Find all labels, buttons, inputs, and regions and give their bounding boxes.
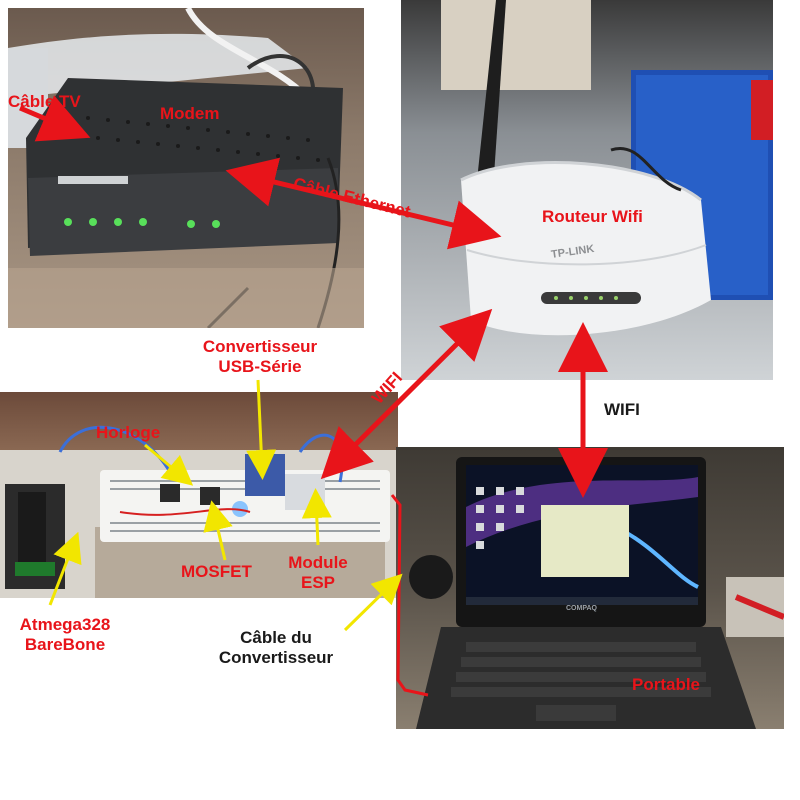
label-atmega-line1: Atmega328 <box>0 615 130 635</box>
label-cable-conv-line2: Convertisseur <box>196 648 356 668</box>
label-atmega: Atmega328 BareBone <box>0 615 130 655</box>
label-atmega-line2: BareBone <box>0 635 130 655</box>
label-module-line1: Module <box>282 553 354 573</box>
label-mosfet: MOSFET <box>181 562 252 582</box>
label-convertisseur-line1: Convertisseur <box>186 337 334 357</box>
label-portable: Portable <box>632 675 700 695</box>
atmega-pointer <box>50 543 74 605</box>
label-horloge: Horloge <box>96 423 160 443</box>
label-convertisseur: Convertisseur USB-Série <box>186 337 334 377</box>
label-module-line2: ESP <box>282 573 354 593</box>
label-wifi-right: WIFI <box>604 400 640 420</box>
convertisseur-pointer <box>258 380 262 468</box>
label-modem: Modem <box>160 104 220 124</box>
module-pointer <box>316 500 318 545</box>
label-cable-convertisseur: Câble du Convertisseur <box>196 628 356 668</box>
horloge-pointer <box>145 445 184 478</box>
label-cable-conv-line1: Câble du <box>196 628 356 648</box>
label-cable-tv: Câble TV <box>8 92 81 112</box>
label-routeur-wifi: Routeur Wifi <box>542 207 643 227</box>
mosfet-pointer <box>214 512 225 560</box>
converter-cable <box>392 495 428 695</box>
wifi-diagonal-arrow <box>335 323 478 465</box>
label-convertisseur-line2: USB-Série <box>186 357 334 377</box>
label-module-esp: Module ESP <box>282 553 354 593</box>
